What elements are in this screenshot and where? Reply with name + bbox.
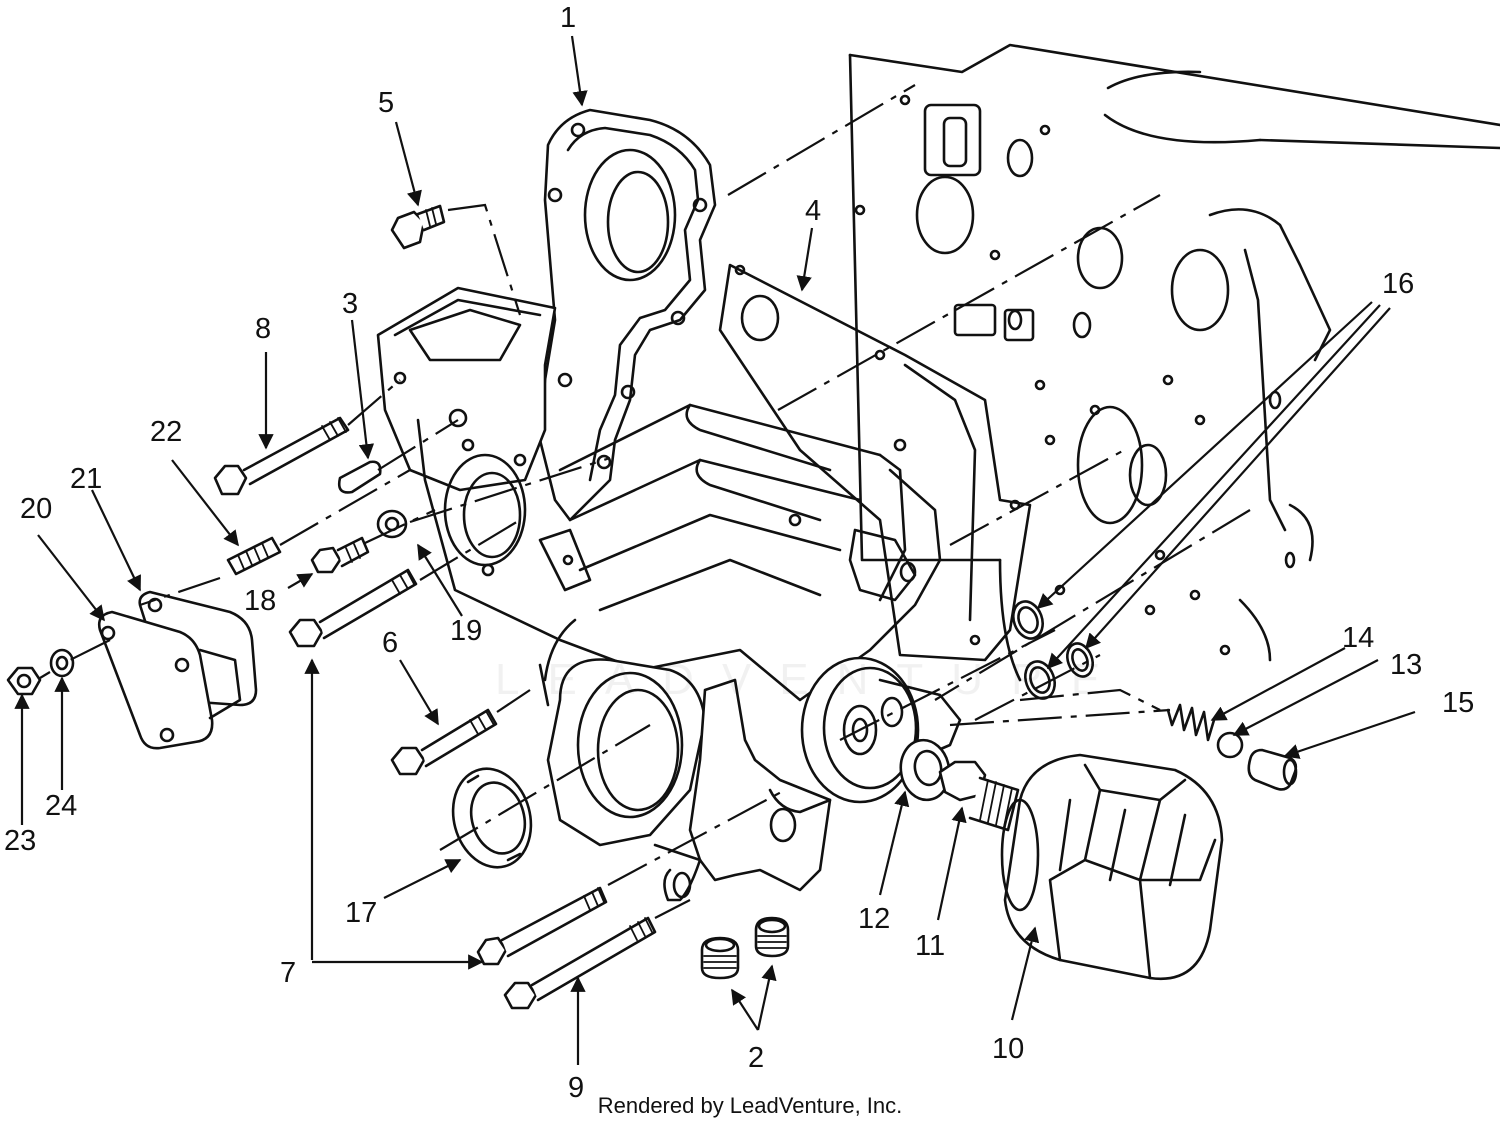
- callout-2: 2: [748, 1042, 764, 1074]
- callout-19: 19: [450, 615, 482, 647]
- part-15-plug: [1247, 748, 1298, 791]
- part-16-o-rings: [1012, 600, 1094, 700]
- callout-4: 4: [805, 195, 821, 227]
- callout-9: 9: [568, 1072, 584, 1104]
- callout-8: 8: [255, 313, 271, 345]
- part-19-washer: [376, 509, 408, 539]
- callout-12: 12: [858, 903, 890, 935]
- watermark: LEADVENTURE: [495, 655, 1129, 704]
- callout-22: 22: [150, 416, 182, 448]
- callout-14: 14: [1342, 622, 1374, 654]
- part-24-washer: [49, 648, 75, 678]
- part-5-bolt: [390, 204, 446, 250]
- part-17-seal: [451, 767, 533, 869]
- callout-labels: 1 5 4 3 8 22 21 20 18 19 6 24 23 17 7 9 …: [4, 2, 1474, 1104]
- part-6-bolt: [390, 708, 498, 776]
- callout-20: 20: [20, 493, 52, 525]
- callout-leaders: [14, 35, 1416, 1065]
- assembly-lines: [39, 84, 1251, 919]
- callout-17: 17: [345, 897, 377, 929]
- part-7-bolt-upper: [288, 568, 418, 648]
- callout-3: 3: [342, 288, 358, 320]
- part-13-ball: [1216, 731, 1244, 759]
- part-8-bolt: [213, 416, 350, 496]
- callout-7: 7: [280, 957, 296, 989]
- footer-credit: Rendered by LeadVenture, Inc.: [597, 1093, 903, 1118]
- part-10-oil-filter: [1000, 753, 1224, 981]
- part-23-nut: [6, 666, 42, 696]
- callout-15: 15: [1442, 687, 1474, 719]
- callout-23: 23: [4, 825, 36, 857]
- part-20-cover: [97, 610, 242, 750]
- callout-10: 10: [992, 1033, 1024, 1065]
- part-18-bolt: [310, 536, 370, 574]
- callout-13: 13: [1390, 649, 1422, 681]
- part-7-bolt-lower: [476, 886, 608, 966]
- part-9-bolt: [503, 916, 657, 1010]
- part-3-pin: [337, 460, 382, 494]
- callout-18: 18: [244, 585, 276, 617]
- callout-21: 21: [70, 463, 102, 495]
- part-4-gasket: [718, 263, 1032, 662]
- callout-16: 16: [1382, 268, 1414, 300]
- callout-6: 6: [382, 627, 398, 659]
- callout-24: 24: [45, 790, 77, 822]
- callout-11: 11: [915, 930, 945, 962]
- part-22-stud: [226, 536, 282, 576]
- engine-block: [848, 43, 1500, 682]
- part-14-spring: [1166, 703, 1216, 742]
- callout-1: 1: [560, 2, 576, 34]
- part-2-plugs: [700, 916, 790, 980]
- gear-case-housing: [376, 108, 962, 902]
- callout-5: 5: [378, 87, 394, 119]
